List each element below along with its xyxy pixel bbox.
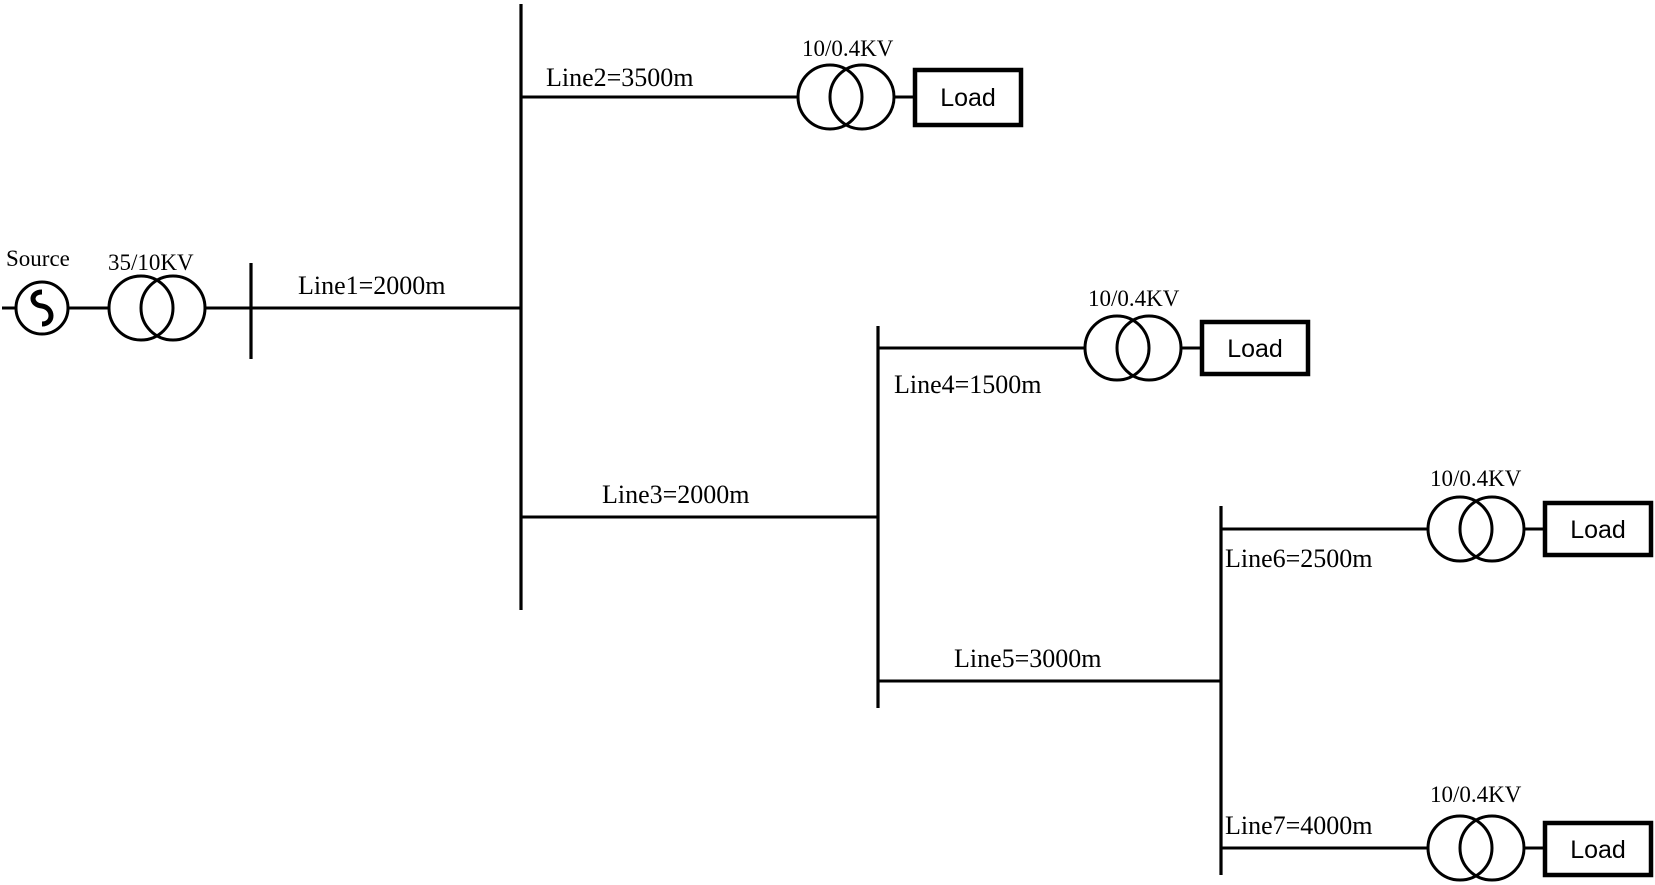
branch1-transformer-rating: 10/0.4KV <box>802 36 894 61</box>
line5-label: Line5=3000m <box>954 644 1102 673</box>
line2-label: Line2=3500m <box>546 63 694 92</box>
ac-source <box>2 280 110 336</box>
branch1-load-label: Load <box>940 84 996 112</box>
branch3-transformer <box>1426 495 1526 563</box>
branch2-transformer <box>1083 314 1183 382</box>
branch4-load <box>1542 820 1654 878</box>
line6-label: Line6=2500m <box>1225 544 1373 573</box>
branch1-load <box>912 67 1024 128</box>
branch2-load-label: Load <box>1227 335 1283 363</box>
branch4-transformer <box>1426 814 1526 882</box>
branch3-load-label: Load <box>1570 516 1626 544</box>
line3-label: Line3=2000m <box>602 480 750 509</box>
branch2-load <box>1199 319 1311 377</box>
branch3-transformer-rating: 10/0.4KV <box>1430 466 1522 491</box>
branch2-transformer-rating: 10/0.4KV <box>1088 286 1180 311</box>
source-label: Source <box>6 246 70 271</box>
line7-label: Line7=4000m <box>1225 811 1373 840</box>
ac-source-icon <box>30 289 54 327</box>
line1-label: Line1=2000m <box>298 271 446 300</box>
branch4-transformer-rating: 10/0.4KV <box>1430 782 1522 807</box>
branch4-load-label: Load <box>1570 836 1626 864</box>
branch3-load <box>1542 500 1654 558</box>
main-transformer-rating: 35/10KV <box>108 250 194 275</box>
main-transformer <box>107 274 207 342</box>
line4-label: Line4=1500m <box>894 370 1042 399</box>
branch1-transformer <box>796 63 896 131</box>
